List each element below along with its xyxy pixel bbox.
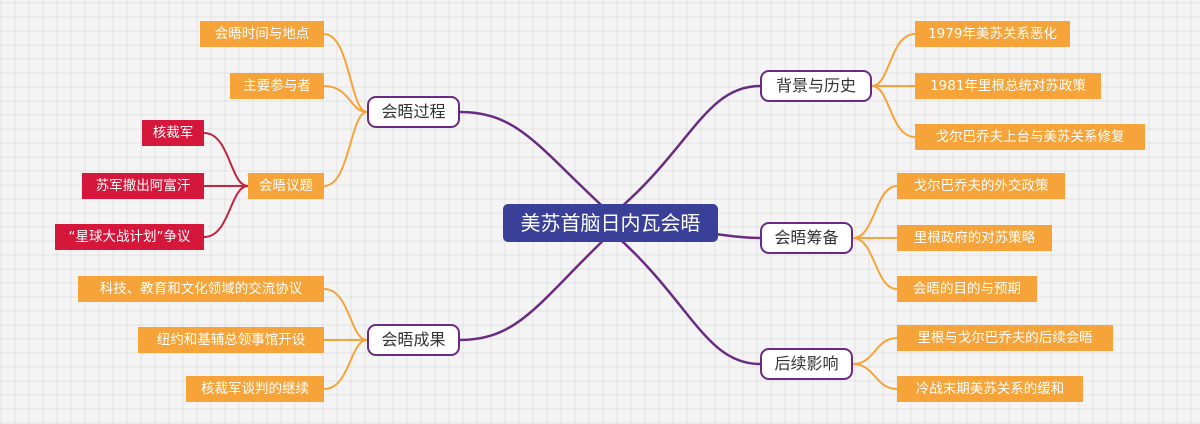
branch-process[interactable]: 会晤过程 [367,96,460,128]
link-background-1 [871,33,916,87]
leaf-process-participants[interactable]: 主要参与者 [230,73,324,99]
leaf-preparation-goals[interactable]: 会晤的目的与预期 [897,276,1037,302]
link-root-results [458,230,614,342]
link-process-time [323,33,368,113]
branch-background[interactable]: 背景与历史 [760,70,872,102]
leaf-preparation-reagan-strategy[interactable]: 里根政府的对苏策略 [897,225,1052,251]
leaf-process-time-place[interactable]: 会晤时间与地点 [200,21,324,47]
leaf-background-1981[interactable]: 1981年里根总统对苏政策 [915,73,1101,99]
leaf-process-topics[interactable]: 会晤议题 [248,173,324,199]
link-topics-3 [203,185,249,238]
link-background-3 [871,85,916,138]
root-topic[interactable]: 美苏首脑日内瓦会晤 [503,204,718,242]
leaf-impact-followup[interactable]: 里根与戈尔巴乔夫的后续会晤 [897,325,1113,351]
topic-star-wars-dispute[interactable]: “星球大战计划”争议 [55,224,204,250]
link-process-participants [323,85,368,113]
link-root-impact [610,230,762,366]
branch-impact[interactable]: 后续影响 [760,348,853,380]
link-topics-1 [203,132,249,187]
leaf-results-consulates[interactable]: 纽约和基辅总领事馆开设 [138,327,324,353]
link-impact-2 [852,363,898,390]
link-preparation-3 [852,237,898,290]
branch-results[interactable]: 会晤成果 [367,324,460,356]
link-preparation-1 [852,185,898,239]
leaf-impact-detente[interactable]: 冷战末期美苏关系的缓和 [897,376,1083,402]
topic-afghanistan-withdrawal[interactable]: 苏军撤出阿富汗 [82,173,204,199]
link-results-1 [323,288,368,341]
link-impact-1 [852,337,898,365]
leaf-results-continued-talks[interactable]: 核裁军谈判的继续 [186,376,324,402]
link-process-topics [323,111,368,187]
branch-preparation[interactable]: 会晤筹备 [760,222,853,254]
topic-nuclear-disarmament[interactable]: 核裁军 [142,120,204,146]
leaf-preparation-gorbachev-policy[interactable]: 戈尔巴乔夫的外交政策 [897,173,1065,199]
leaf-background-gorbachev[interactable]: 戈尔巴乔夫上台与美苏关系修复 [915,124,1145,150]
link-results-3 [323,339,368,390]
leaf-results-exchange[interactable]: 科技、教育和文化领域的交流协议 [78,276,324,302]
link-root-process [458,110,614,217]
leaf-background-1979[interactable]: 1979年美苏关系恶化 [915,21,1070,47]
link-root-background [610,84,762,217]
